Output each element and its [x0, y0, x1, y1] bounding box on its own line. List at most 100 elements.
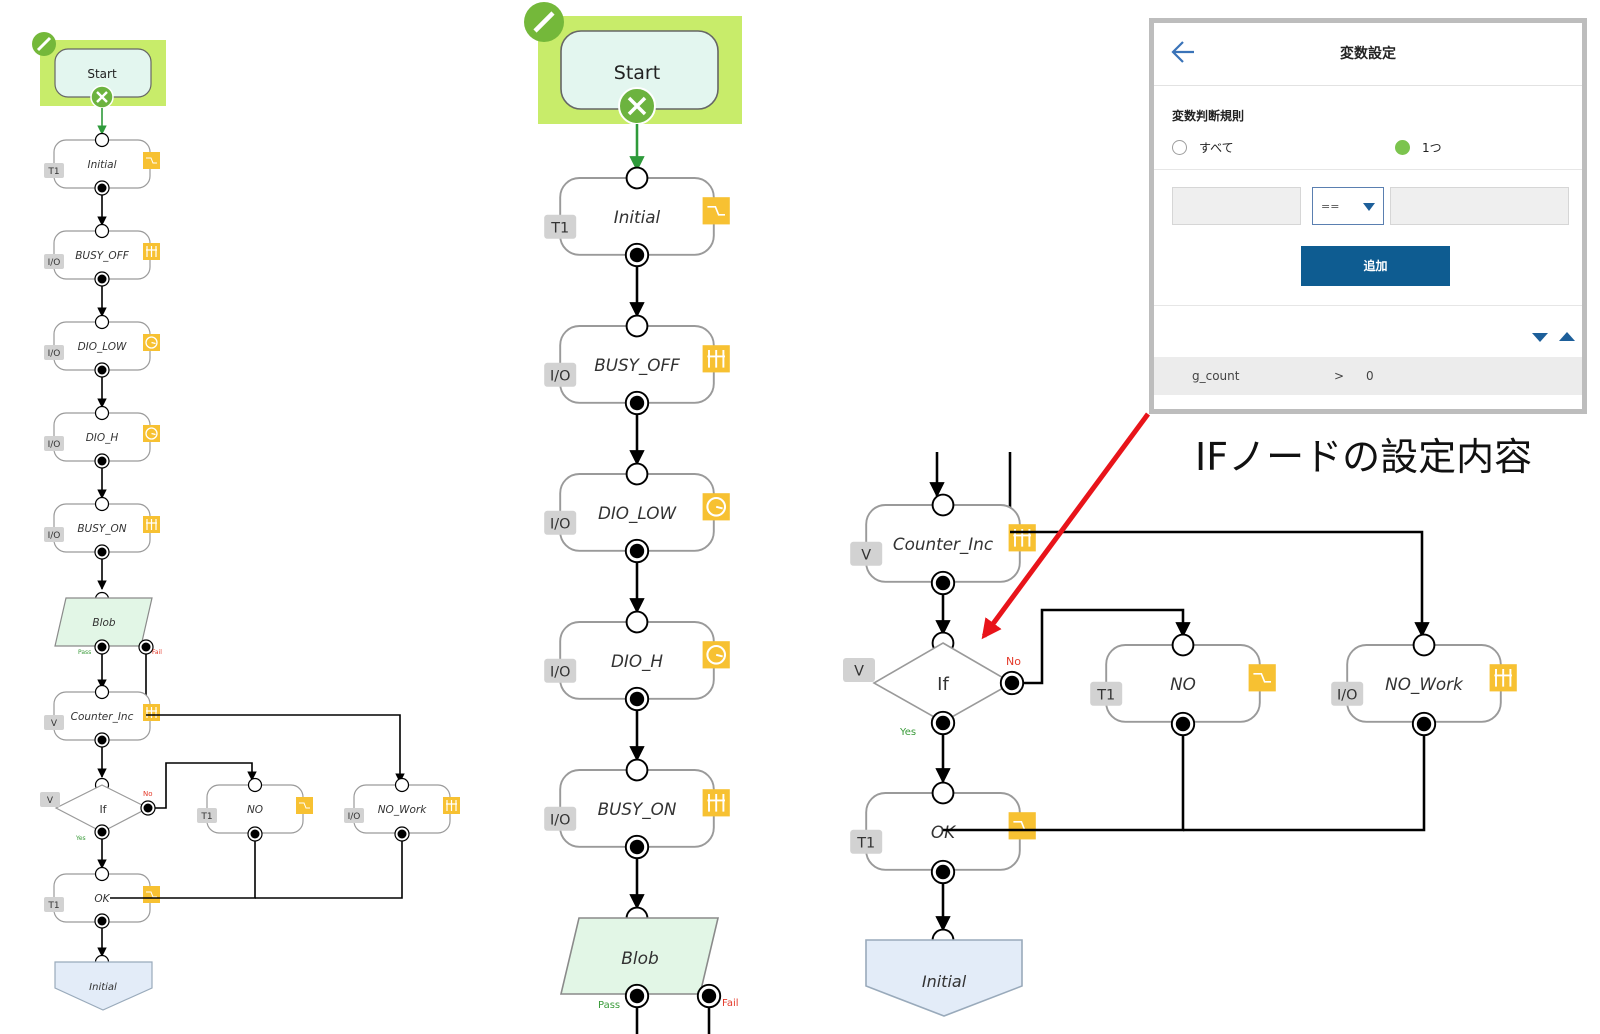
process-node-label: NO [1170, 674, 1196, 694]
process-node-label: NO [247, 804, 263, 816]
chevron-down-icon [1363, 203, 1375, 211]
panel-title: 変数設定 [1340, 46, 1396, 62]
radio-one[interactable]: 1つ [1395, 139, 1442, 156]
input-port [394, 777, 410, 793]
node-type-chip [544, 806, 577, 831]
output-port-dot [97, 916, 107, 926]
node-type-chip-label: I/O [550, 368, 570, 384]
output-port-dot [629, 988, 645, 1004]
if-node-label: If [99, 803, 107, 816]
input-port [94, 405, 110, 421]
right-value-input[interactable] [1390, 187, 1569, 225]
pass-label: Pass [598, 1000, 620, 1011]
yes-label: Yes [899, 727, 916, 738]
flowchart-zoom-if: Counter_IncVIfVNoYesNOT1NO_WorkI/OOKT1In… [843, 452, 1517, 1017]
timer-icon-glyph [146, 891, 157, 898]
connector-line [255, 841, 403, 899]
process-node-label: OK [94, 893, 110, 905]
node-type-chip [850, 541, 883, 566]
node-type-chip [850, 829, 883, 854]
output-port-dot [97, 735, 107, 745]
input-port [625, 314, 649, 338]
process-node-label: DIO_LOW [598, 503, 678, 524]
radio-off-icon [1172, 140, 1187, 155]
process-node-label: OK [931, 822, 957, 842]
operator-select[interactable]: == [1312, 187, 1384, 225]
input-port [94, 496, 110, 512]
edit-icon-glyph [36, 36, 52, 52]
gauge-icon-needle [715, 653, 723, 658]
process-node-label: NO_Work [1385, 674, 1464, 695]
connector-line [1183, 735, 1426, 832]
radio-all[interactable]: すべて [1172, 139, 1234, 156]
fail-label: Fail [152, 649, 162, 656]
node-type-chip [1331, 681, 1364, 706]
radio-on-icon [1395, 140, 1410, 155]
gauge-icon-needle [151, 432, 156, 436]
gauge-icon-glyph [145, 427, 158, 440]
add-button[interactable]: 追加 [1301, 246, 1450, 286]
blob-node-label: Blob [621, 949, 659, 969]
left-variable-input[interactable] [1172, 187, 1301, 225]
io-icon-glyph [146, 519, 157, 530]
output-port-dot [97, 274, 107, 284]
output-port-dot [1416, 716, 1432, 732]
rule-value: 0 [1366, 369, 1374, 383]
node-type-chip [544, 658, 577, 683]
callout-arrow [981, 412, 1151, 640]
node-type-chip [197, 808, 217, 823]
node-type-chip [44, 163, 64, 178]
if-node-label: If [937, 674, 949, 695]
variable-settings-panel: 変数設定 変数判断規則 すべて 1つ == 追加 g_count > 0 [1149, 18, 1587, 414]
connector-line [1023, 608, 1191, 685]
radio-all-label: すべて [1199, 141, 1234, 155]
node-type-chip [40, 792, 60, 807]
node-type-chip-label: T1 [47, 167, 59, 177]
node-type-chip-label: T1 [200, 812, 212, 822]
node-type-chip [544, 510, 577, 535]
output-port-dot [397, 829, 407, 839]
node-type-chip-label: V [47, 796, 54, 806]
end-node-label: Initial [922, 972, 967, 991]
node-type-chip [843, 658, 875, 682]
io-icon-glyph [1013, 529, 1031, 547]
process-node-label: DIO_H [86, 432, 119, 444]
node-type-chip-label: I/O [348, 812, 361, 822]
node-type-chip-label: V [854, 664, 864, 680]
rule-row[interactable]: g_count > 0 [1154, 357, 1582, 395]
back-arrow-icon[interactable] [1168, 35, 1202, 69]
node-type-chip-label: T1 [1096, 687, 1115, 703]
move-up-icon[interactable] [1559, 332, 1575, 341]
node-type-chip [1090, 681, 1123, 706]
node-type-chip [544, 362, 577, 387]
process-node-label: BUSY_ON [77, 523, 126, 535]
input-port [931, 781, 955, 805]
input-port [94, 684, 110, 700]
node-type-chip-label: V [51, 719, 58, 729]
cancel-icon-glyph [627, 96, 647, 116]
process-node-label: DIO_H [611, 651, 663, 672]
timer-icon-glyph [1253, 673, 1271, 683]
output-port-dot [935, 575, 951, 591]
no-label: No [143, 790, 153, 798]
timer-icon-glyph [299, 802, 310, 809]
output-port-dot [629, 247, 645, 263]
yes-label: Yes [75, 835, 86, 842]
timer-icon-glyph [146, 157, 157, 164]
rule-variable: g_count [1192, 369, 1240, 383]
io-icon-glyph [146, 246, 157, 257]
output-port-dot [97, 456, 107, 466]
io-icon-glyph [1494, 669, 1512, 687]
process-node-label: DIO_LOW [78, 341, 127, 353]
connector-line [155, 762, 257, 809]
output-port-dot [629, 543, 645, 559]
output-port-dot [629, 395, 645, 411]
rule-operator: > [1334, 369, 1345, 383]
flowchart-overview: StartInitialT1BUSY_OFFI/ODIO_LOWI/ODIO_H… [32, 32, 460, 1011]
gauge-icon-needle [715, 505, 723, 510]
node-type-chip-label: I/O [48, 440, 61, 450]
move-down-icon[interactable] [1532, 333, 1548, 342]
node-type-chip [44, 436, 64, 451]
input-port [625, 462, 649, 486]
